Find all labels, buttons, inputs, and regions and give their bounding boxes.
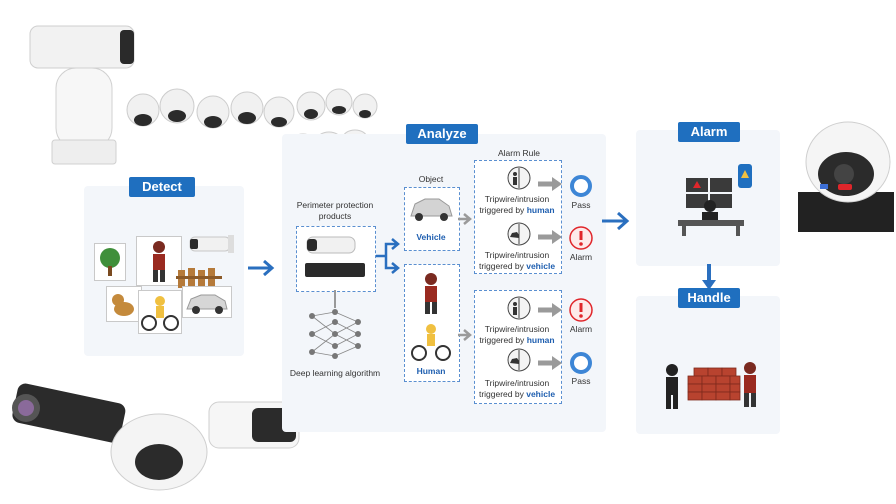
tripwire-vehicle-icon-2 (507, 348, 531, 377)
security-guard-wall-image (658, 354, 762, 414)
rule-3-result: Alarm (569, 324, 593, 334)
rule-3-arrow (538, 303, 564, 322)
cyclist-thumbnail (138, 290, 182, 334)
rule-4-result: Pass (571, 376, 591, 386)
intruder-thumbnail (136, 236, 182, 286)
rule-2-arrow (538, 230, 564, 249)
perimeter-products-box (296, 226, 376, 292)
tripwire-human-icon (507, 166, 531, 195)
alarm-to-handle-arrow (700, 264, 718, 292)
rule-1-result: Pass (571, 200, 591, 210)
handle-stage-tag: Handle (678, 288, 740, 308)
pass-icon-2 (570, 352, 592, 374)
human-to-rules-arrow (458, 328, 474, 341)
car-thumbnail (182, 286, 232, 318)
neural-network-icon (306, 308, 364, 360)
rule-2-result: Alarm (569, 252, 593, 262)
alarm-exclamation-icon-1 (569, 226, 593, 255)
human-object-box (404, 264, 460, 382)
bullet-dome-camera-group-image (4, 382, 304, 497)
vehicle-to-rules-arrow (458, 212, 474, 225)
tripwire-vehicle-icon (507, 222, 531, 251)
alarm-rule-header: Alarm Rule (497, 148, 541, 158)
fence-image (176, 266, 222, 288)
human-object-label: Human (416, 366, 446, 376)
alarm-stage-tag: Alarm (678, 122, 740, 142)
detect-stage-tag: Detect (129, 177, 195, 197)
rule-1-arrow (538, 177, 564, 196)
pass-icon-1 (570, 175, 592, 197)
deep-learning-label: Deep learning algorithm (289, 368, 381, 378)
tree-thumbnail (94, 243, 126, 281)
analyze-stage-tag: Analyze (406, 124, 478, 144)
vehicle-object-label: Vehicle (416, 232, 446, 242)
dog-thumbnail (106, 286, 142, 322)
alarm-exclamation-icon-2 (569, 298, 593, 327)
split-arrow (374, 236, 404, 276)
analyze-to-alarm-arrow (600, 210, 634, 232)
bullet-camera-image (186, 231, 238, 257)
detect-to-analyze-arrow (246, 258, 278, 278)
monitoring-operator-image (668, 160, 764, 236)
perimeter-protection-label: Perimeter protection products (296, 200, 374, 221)
turret-camera-image (798, 110, 894, 232)
handle-panel (636, 296, 780, 434)
ptz-camera-large-image (28, 18, 140, 168)
connector-line (334, 290, 336, 308)
object-header: Object (418, 174, 444, 184)
tripwire-human-icon-2 (507, 296, 531, 325)
rule-4-arrow (538, 356, 564, 375)
